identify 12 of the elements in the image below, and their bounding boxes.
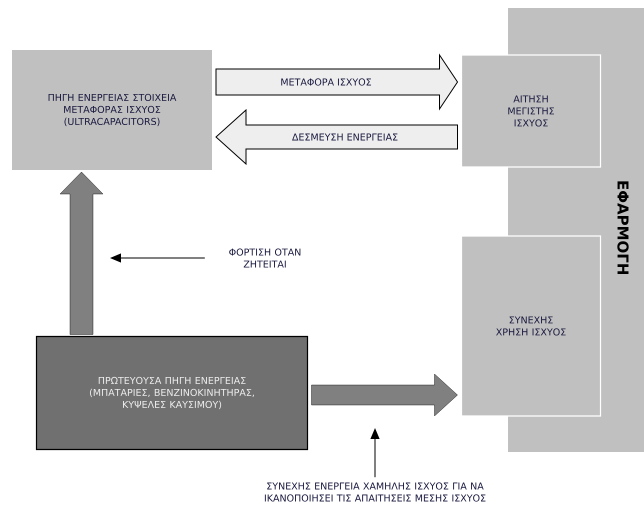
edge-label: ΔΕΣΜΕΥΣΗ ΕΝΕΡΓΕΙΑΣ	[292, 134, 398, 140]
note-text: ΦΟΡΤΙΣΗ ΟΤΑΝ ΖΗΤΕΙΤΑΙ	[229, 248, 300, 268]
usage-box: ΣΥΝΕΧΗΣ ΧΡΗΣΗ ΙΣΧΥΟΣ	[460, 235, 602, 417]
request-box: ΑΙΤΗΣΗ ΜΕΓΙΣΤΗΣ ΙΣΧΥΟΣ	[460, 54, 602, 168]
block-arrow	[311, 374, 458, 416]
node-label: ΕΦΑΡΜΟΓΗ	[617, 181, 629, 274]
source-box: ΠΗΓΗ ΕΝΕΡΓΕΙΑΣ ΣΤΟΙΧΕΙΑ ΜΕΤΑΦΟΡΑΣ ΙΣΧΥΟΣ (ULTRACAPACITORS)	[12, 50, 212, 170]
primary-source-box: ΠΡΩΤΕΥΟΥΣΑ ΠΗΓΗ ΕΝΕΡΓΕΙΑΣ (ΜΠΑΤΑΡΙΕΣ, ΒΕΝΖΙΝΟΚΙΝΗΤΗΡΑΣ, ΚΥΨΕΛΕΣ ΚΑΥΣΙΜΟΥ)	[36, 336, 308, 450]
block-arrow	[215, 108, 458, 166]
block-arrow	[216, 53, 458, 111]
block-arrow	[60, 172, 104, 335]
note-text: ΣΥΝΕΧΗΣ ΕΝΕΡΓΕΙΑ ΧΑΜΗΛΗΣ ΙΣΧΥΟΣ ΓΙΑ ΝΑ ΙΚΑΝΟΠΟΙΗΣΕΙ ΤΙΣ ΑΠΑΙΤΗΣΕΙΣ ΜΕΣΗΣ ΙΣΧΥΟΣ	[264, 482, 486, 502]
